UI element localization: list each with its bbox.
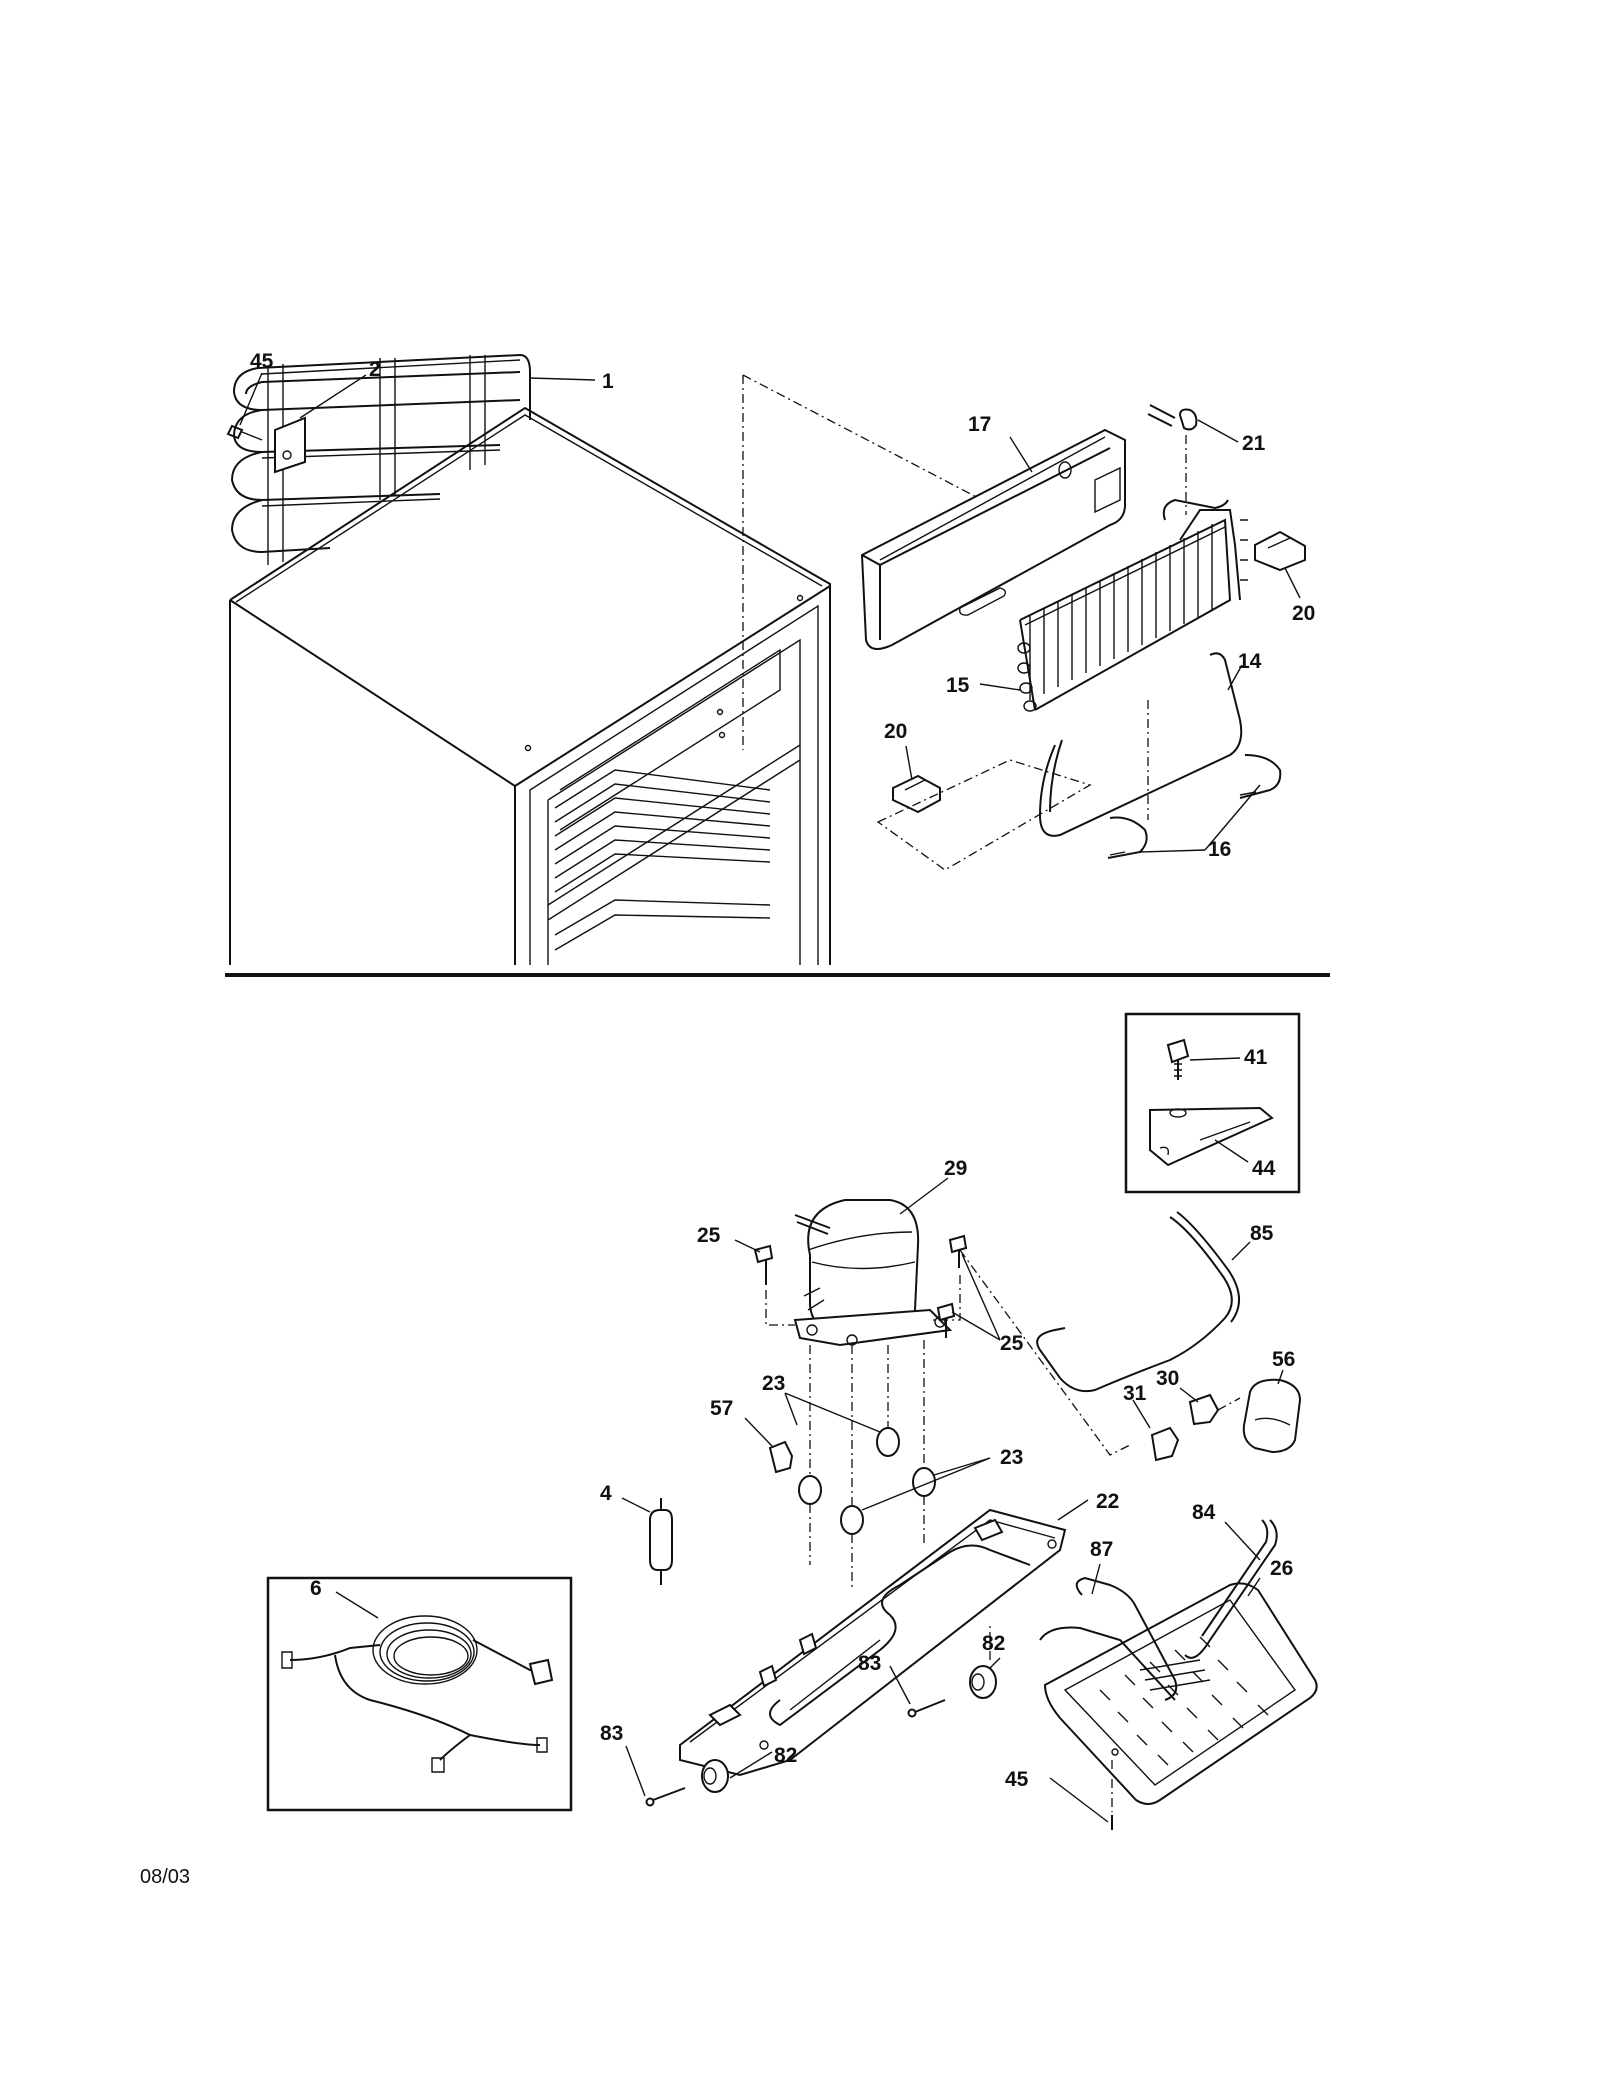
callout-82-upper: 82 — [982, 1632, 1005, 1655]
compressor — [793, 1199, 953, 1347]
callout-4: 4 — [600, 1482, 612, 1505]
assembly-line-compressor — [765, 1249, 1131, 1456]
callout-82-lower: 82 — [774, 1744, 797, 1767]
condenser-bracket — [274, 416, 306, 474]
callout-16: 16 — [1208, 838, 1231, 861]
tube-85 — [1036, 1211, 1240, 1393]
pad-20-lower — [876, 700, 1149, 871]
cabinet-fins — [554, 769, 771, 951]
clips — [1107, 754, 1282, 859]
foot-82-right — [969, 1625, 997, 1699]
callout-56: 56 — [1272, 1348, 1295, 1371]
callout-labels: 45 2 1 17 21 20 15 14 20 16 41 44 29 25 … — [250, 350, 1315, 1791]
tube-84 — [1184, 1519, 1278, 1659]
callout-31: 31 — [1123, 1382, 1147, 1405]
screw-83-right — [907, 1699, 946, 1718]
refrigerator-cabinet — [229, 406, 831, 965]
callout-25-right: 25 — [1000, 1332, 1024, 1355]
callout-15: 15 — [946, 674, 970, 697]
part-56 — [1242, 1378, 1302, 1454]
callout-25-left: 25 — [697, 1224, 721, 1247]
power-cord-box — [266, 1576, 573, 1812]
callout-45-lower: 45 — [1005, 1768, 1029, 1791]
inset-bracket-box — [1124, 1012, 1301, 1194]
callout-87: 87 — [1090, 1538, 1113, 1561]
callout-30: 30 — [1156, 1367, 1179, 1390]
callout-20-upper: 20 — [1292, 602, 1315, 625]
callout-29: 29 — [944, 1157, 967, 1180]
part-31 — [1150, 1426, 1180, 1462]
part-21 — [1147, 404, 1198, 515]
pad-20-upper — [1254, 530, 1306, 572]
screw-25-left — [753, 1244, 774, 1285]
callout-21: 21 — [1242, 432, 1266, 455]
heater — [1038, 652, 1243, 837]
base-plate — [679, 1508, 1067, 1792]
callout-83-left: 83 — [600, 1722, 623, 1745]
part-57 — [768, 1440, 794, 1474]
callout-1: 1 — [602, 370, 614, 393]
drier-4 — [649, 1498, 673, 1585]
callout-6: 6 — [310, 1577, 322, 1600]
callout-83-right: 83 — [858, 1652, 881, 1675]
evaporator — [1017, 498, 1248, 712]
date-code: 08/03 — [140, 1866, 191, 1888]
screw-25-right — [936, 1234, 968, 1338]
callout-14: 14 — [1238, 650, 1262, 673]
foot-82-left — [701, 1759, 729, 1793]
callout-17: 17 — [968, 413, 991, 436]
callout-85: 85 — [1250, 1222, 1274, 1245]
tube-87 — [1039, 1576, 1211, 1701]
callout-20-lower: 20 — [884, 720, 907, 743]
drain-pan — [1043, 1582, 1318, 1830]
callout-22: 22 — [1096, 1490, 1119, 1513]
callout-2: 2 — [369, 358, 381, 381]
callout-26: 26 — [1270, 1557, 1293, 1580]
callout-45: 45 — [250, 350, 274, 373]
screw-83-left — [645, 1787, 686, 1807]
evaporator-cover — [860, 428, 1126, 650]
callout-41: 41 — [1244, 1046, 1268, 1069]
grommets — [798, 1340, 936, 1590]
callout-23-upper: 23 — [762, 1372, 785, 1395]
callout-44: 44 — [1252, 1157, 1276, 1180]
leader-lines — [239, 372, 1301, 1823]
part-30 — [1188, 1393, 1241, 1426]
callout-57: 57 — [710, 1397, 733, 1420]
callout-84: 84 — [1192, 1501, 1216, 1524]
callout-23-lower: 23 — [1000, 1446, 1023, 1469]
screw-45 — [226, 424, 263, 441]
